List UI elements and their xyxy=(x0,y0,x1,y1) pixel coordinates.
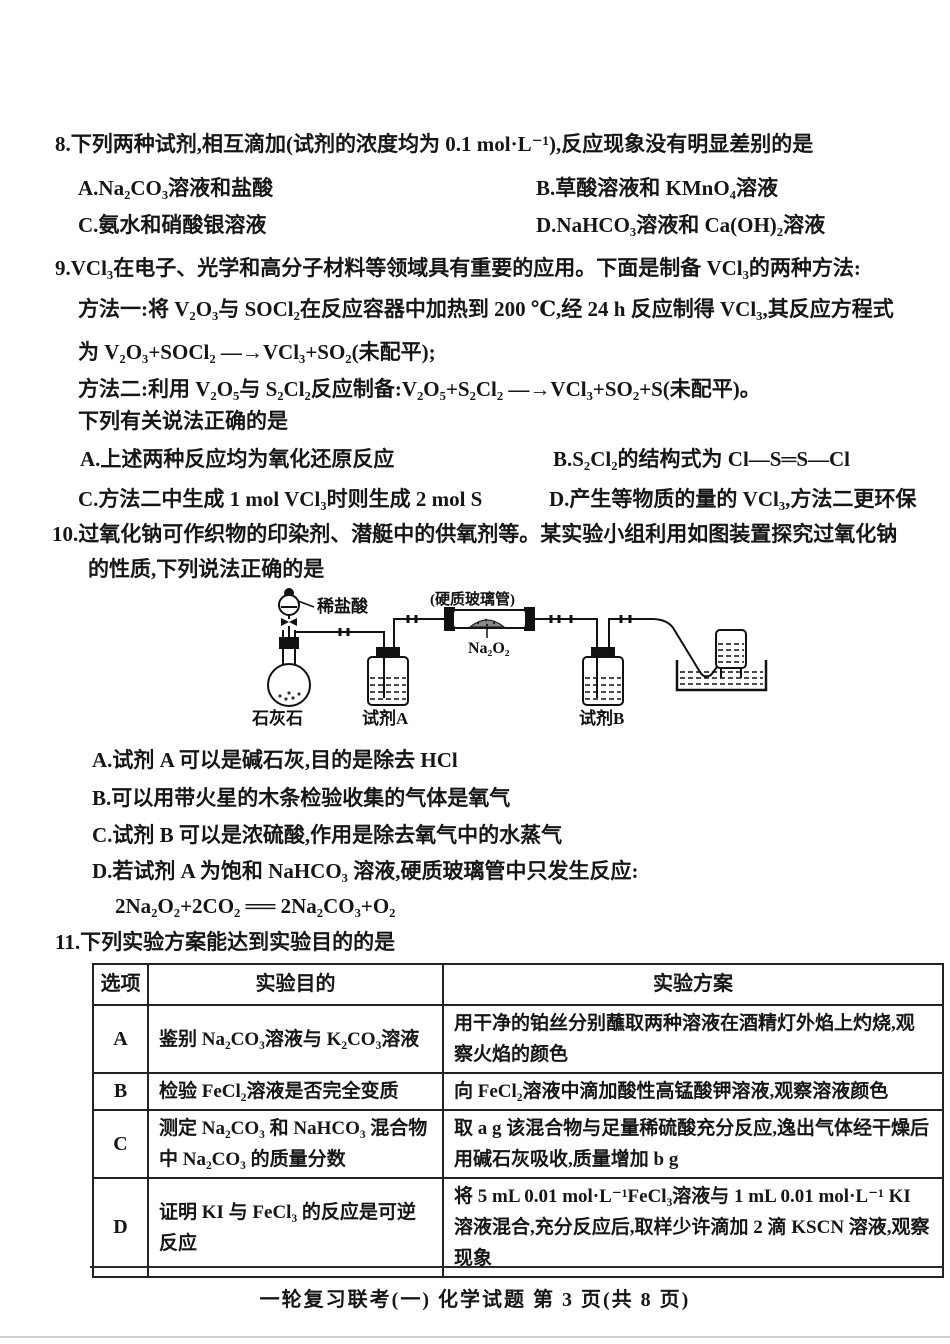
row-d-option: D xyxy=(92,1177,149,1278)
q9-option-a: A.上述两种反应均为氧化还原反应 xyxy=(80,447,395,471)
q9-stem: 9.VCl₃在电子、光学和高分子材料等领域具有重要的应用。下面是制备 VCl₃的… xyxy=(55,256,861,280)
experiment-table: 选项 实验目的 实验方案 A 鉴别 Na₂CO₃溶液与 K₂CO₃溶液 用干净的… xyxy=(92,963,944,1278)
table-header-scheme: 实验方案 xyxy=(442,963,944,1006)
label-reagent-a: 试剂A xyxy=(362,708,409,728)
q10-option-c: C.试剂 B 可以是浓硫酸,作用是除去氧气中的水蒸气 xyxy=(92,823,563,847)
label-na2o2: Na₂O₂ xyxy=(468,640,510,657)
table-header-row: 选项 实验目的 实验方案 xyxy=(92,963,944,1006)
q10-option-b: B.可以用带火星的木条检验收集的气体是氧气 xyxy=(92,786,511,810)
table-row: B 检验 FeCl₂溶液是否完全变质 向 FeCl₂溶液中滴加酸性高锰酸钾溶液,… xyxy=(92,1072,944,1111)
q8-option-d: D.NaHCO₃溶液和 Ca(OH)₂溶液 xyxy=(536,213,826,237)
label-limestone: 石灰石 xyxy=(251,708,303,728)
q9-option-d: D.产生等物质的量的 VCl₃,方法二更环保 xyxy=(549,487,917,511)
table-row: A 鉴别 Na₂CO₃溶液与 K₂CO₃溶液 用干净的铂丝分别蘸取两种溶液在酒精… xyxy=(92,1004,944,1074)
label-dilute-hcl: 稀盐酸 xyxy=(317,596,369,616)
table-row: C 测定 Na₂CO₃ 和 NaHCO₃ 混合物中 Na₂CO₃ 的质量分数 取… xyxy=(92,1109,944,1179)
q10-option-d: D.若试剂 A 为饱和 NaHCO₃ 溶液,硬质玻璃管中只发生反应: xyxy=(92,859,639,883)
q8-option-b: B.草酸溶液和 KMnO₄溶液 xyxy=(536,176,778,200)
row-c-option: C xyxy=(92,1109,149,1179)
row-b-option: B xyxy=(92,1072,149,1111)
row-c-purpose: 测定 Na₂CO₃ 和 NaHCO₃ 混合物中 Na₂CO₃ 的质量分数 xyxy=(147,1109,444,1179)
q10-equation: 2Na₂O₂+2CO₂ ══ 2Na₂CO₃+O₂ xyxy=(115,894,396,918)
q9-method1-line2: 为 V₂O₃+SOCl₂ —→VCl₃+SO₂(未配平); xyxy=(78,340,436,364)
q10-stem-line1: 10.过氧化钠可作织物的印染剂、潜艇中的供氧剂等。某实验小组利用如图装置探究过氧… xyxy=(52,522,898,546)
label-reagent-b: 试剂B xyxy=(579,708,624,728)
q8-stem: 8.下列两种试剂,相互滴加(试剂的浓度均为 0.1 mol·L⁻¹),反应现象没… xyxy=(55,132,814,156)
row-a-option: A xyxy=(92,1004,149,1074)
row-d-purpose: 证明 KI 与 FeCl₃ 的反应是可逆反应 xyxy=(147,1177,444,1278)
q10-stem-line2: 的性质,下列说法正确的是 xyxy=(88,557,325,581)
q9-method2: 方法二:利用 V₂O₅与 S₂Cl₂反应制备:V₂O₅+S₂Cl₂ —→VCl₃… xyxy=(78,377,761,401)
row-a-purpose: 鉴别 Na₂CO₃溶液与 K₂CO₃溶液 xyxy=(147,1004,444,1074)
q11-stem: 11.下列实验方案能达到实验目的的是 xyxy=(55,930,396,954)
q9-option-b: B.S₂Cl₂的结构式为 Cl—S═S—Cl xyxy=(553,447,851,471)
apparatus-diagram: 稀盐酸 石灰石 试剂A (硬质玻璃管) Na₂O₂ 试剂B xyxy=(251,588,768,728)
q8-option-a: A.Na₂CO₃溶液和盐酸 xyxy=(78,176,274,200)
table-row: D 证明 KI 与 FeCl₃ 的反应是可逆反应 将 5 mL 0.01 mol… xyxy=(92,1177,944,1278)
label-hard-glass-tube: (硬质玻璃管) xyxy=(430,590,515,608)
q9-lead: 下列有关说法正确的是 xyxy=(78,409,288,433)
row-c-scheme: 取 a g 该混合物与足量稀硫酸充分反应,逸出气体经干燥后用碱石灰吸收,质量增加… xyxy=(442,1109,944,1179)
q9-option-c: C.方法二中生成 1 mol VCl₃时则生成 2 mol S xyxy=(78,487,483,511)
table-header-option: 选项 xyxy=(92,963,149,1006)
row-a-scheme: 用干净的铂丝分别蘸取两种溶液在酒精灯外焰上灼烧,观察火焰的颜色 xyxy=(442,1004,944,1074)
row-b-scheme: 向 FeCl₂溶液中滴加酸性高锰酸钾溶液,观察溶液颜色 xyxy=(442,1072,944,1111)
q8-option-c: C.氨水和硝酸银溶液 xyxy=(78,213,267,237)
row-d-scheme: 将 5 mL 0.01 mol·L⁻¹FeCl₃溶液与 1 mL 0.01 mo… xyxy=(442,1177,944,1278)
scan-edge-line xyxy=(0,1336,950,1338)
page-footer: 一轮复习联考(一) 化学试题 第 3 页(共 8 页) xyxy=(259,1289,691,1311)
table-bottom-edge xyxy=(90,1266,944,1268)
table-header-purpose: 实验目的 xyxy=(147,963,444,1006)
q9-method1-line1: 方法一:将 V₂O₃与 SOCl₂在反应容器中加热到 200 ℃,经 24 h … xyxy=(78,297,894,321)
q10-option-a: A.试剂 A 可以是碱石灰,目的是除去 HCl xyxy=(92,748,458,772)
row-b-purpose: 检验 FeCl₂溶液是否完全变质 xyxy=(147,1072,444,1111)
